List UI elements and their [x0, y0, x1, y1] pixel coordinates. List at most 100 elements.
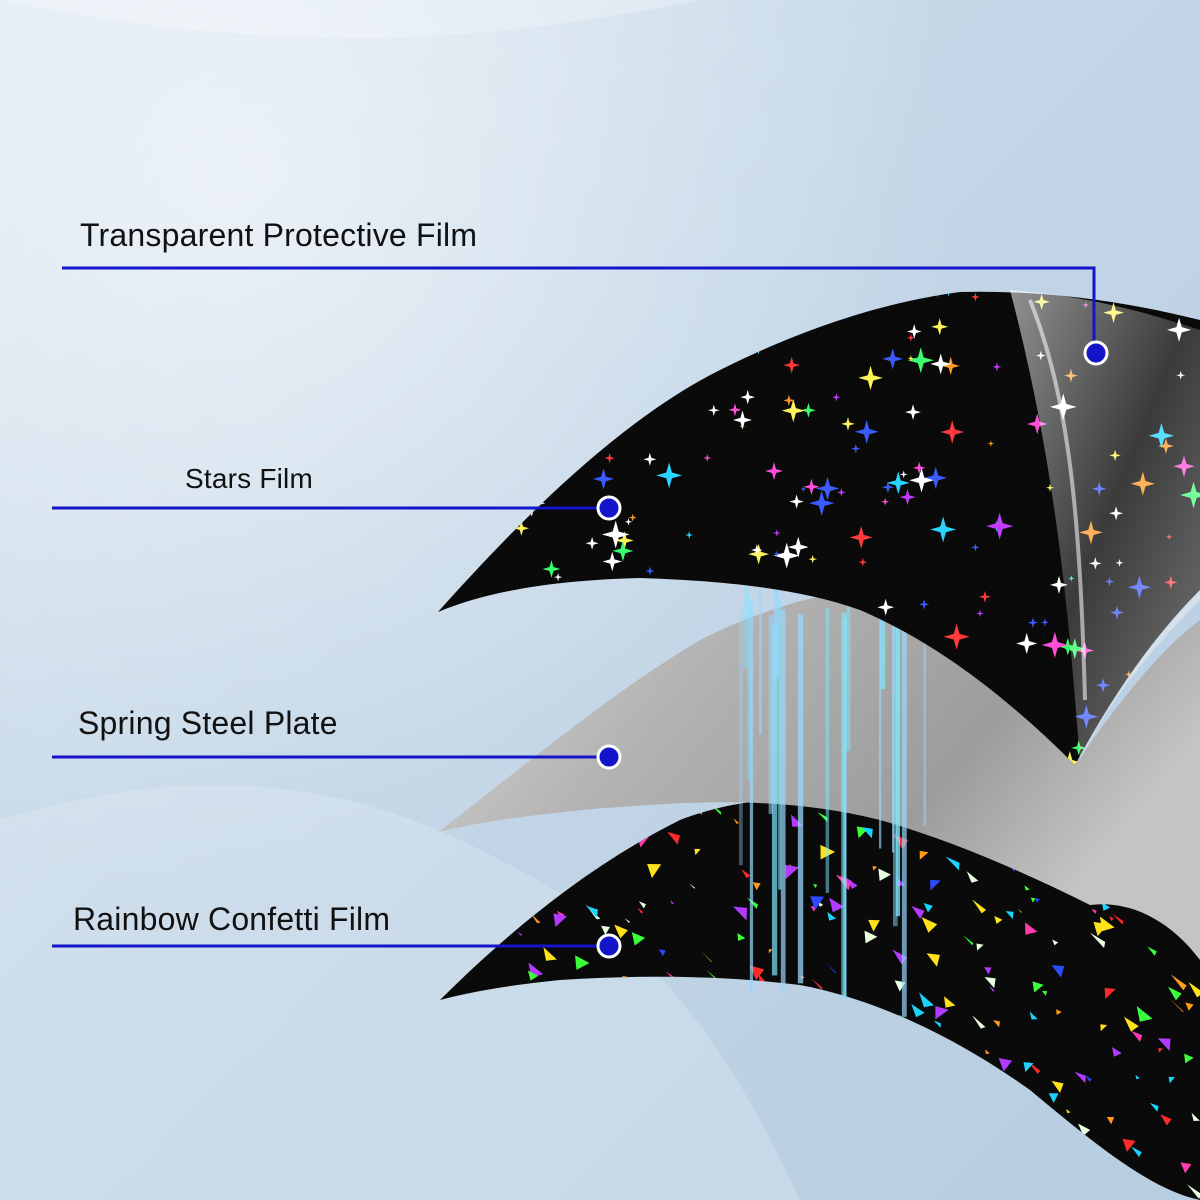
confetti-piece [933, 1020, 941, 1028]
star-sparkle [787, 536, 809, 558]
confetti-piece [826, 963, 837, 974]
light-streak [773, 588, 779, 679]
confetti-piece [1112, 1047, 1122, 1057]
confetti-piece [911, 905, 925, 919]
confetti-piece [1147, 946, 1157, 956]
leader-lines [52, 266, 1096, 948]
confetti-piece [972, 1015, 986, 1029]
confetti-piece [1131, 1030, 1143, 1042]
star-sparkle [978, 590, 991, 603]
star-sparkle [643, 452, 657, 466]
confetti-piece [1101, 902, 1111, 911]
confetti-piece [829, 897, 844, 913]
confetti-piece [976, 943, 984, 951]
confetti-piece [817, 812, 828, 823]
confetti-piece [1051, 1080, 1064, 1093]
confetti-piece [1032, 981, 1044, 993]
confetti-piece [984, 967, 992, 975]
confetti-piece [1025, 922, 1038, 935]
star-sparkle [728, 403, 742, 417]
light-streak [892, 593, 898, 927]
star-sparkle [585, 536, 599, 550]
dot-protective [1083, 340, 1109, 366]
star-sparkle [940, 420, 965, 444]
confetti-piece [919, 992, 935, 1008]
confetti-piece [988, 985, 995, 992]
confetti-piece [944, 996, 956, 1008]
confetti-piece [1187, 1184, 1200, 1199]
star-sparkle [909, 468, 934, 493]
confetti-piece [647, 863, 662, 879]
confetti-piece [878, 868, 891, 882]
star-sparkle [854, 419, 879, 444]
star-sparkle [773, 542, 800, 569]
confetti-piece [921, 917, 938, 933]
star-sparkle [645, 566, 655, 576]
confetti-piece [1185, 1002, 1194, 1011]
confetti-piece [733, 818, 740, 824]
star-sparkle [1040, 618, 1050, 627]
confetti-piece [1029, 1011, 1038, 1020]
confetti-piece [919, 850, 929, 860]
confetti-piece [694, 848, 701, 856]
star-sparkle [832, 393, 841, 402]
confetti-piece [1158, 1047, 1163, 1053]
label-transparent-protective-film: Transparent Protective Film [80, 217, 478, 253]
confetti-piece [667, 831, 681, 845]
star-sparkle [899, 470, 908, 479]
confetti-piece [1089, 932, 1106, 948]
star-sparkle [976, 609, 984, 618]
confetti-piece [706, 969, 716, 980]
confetti-piece [1122, 1138, 1136, 1152]
star-sparkle [815, 476, 840, 501]
star-sparkle [808, 554, 817, 564]
confetti-piece [1180, 1162, 1192, 1174]
confetti-piece [1035, 898, 1041, 903]
star-sparkle [513, 520, 530, 536]
confetti-piece [614, 924, 628, 939]
star-sparkle [1041, 631, 1068, 659]
star-sparkle [841, 417, 855, 431]
confetti-piece [846, 877, 858, 889]
confetti-piece [1149, 1102, 1159, 1112]
star-sparkle [751, 544, 763, 556]
confetti-piece [1085, 1074, 1092, 1082]
light-streak [895, 604, 901, 917]
star-sparkle [1046, 483, 1054, 492]
confetti-piece [601, 925, 610, 935]
confetti-piece [575, 955, 590, 970]
confetti-piece [911, 1003, 925, 1018]
confetti-piece [923, 902, 933, 913]
confetti-piece [1030, 897, 1036, 903]
leader-line-protective [62, 266, 1096, 352]
confetti-piece [1108, 916, 1114, 922]
star-sparkle [553, 572, 563, 582]
confetti-piece [1169, 998, 1184, 1013]
star-sparkle [971, 543, 980, 552]
confetti-piece [1017, 908, 1023, 913]
confetti-piece [1168, 986, 1182, 1001]
confetti-piece [1191, 1112, 1200, 1122]
confetti-piece [1106, 1116, 1115, 1125]
confetti-piece [1091, 908, 1097, 914]
confetti-piece [659, 949, 666, 957]
confetti-piece [749, 965, 765, 981]
star-sparkle [628, 513, 637, 522]
confetti-piece [864, 930, 878, 944]
confetti-piece [930, 879, 941, 891]
light-streak [778, 600, 782, 890]
confetti-piece [926, 953, 940, 967]
star-sparkle [783, 356, 800, 374]
confetti-piece [637, 907, 644, 914]
star-sparkle [987, 440, 995, 447]
light-streak [891, 593, 895, 853]
confetti-piece [527, 970, 539, 981]
confetti-piece [813, 883, 818, 889]
light-streak [738, 611, 743, 866]
star-sparkle [992, 362, 1002, 372]
label-stars-film: Stars Film [185, 463, 313, 494]
dot-stars [596, 495, 622, 521]
confetti-piece [752, 882, 761, 891]
confetti-piece [872, 865, 878, 871]
